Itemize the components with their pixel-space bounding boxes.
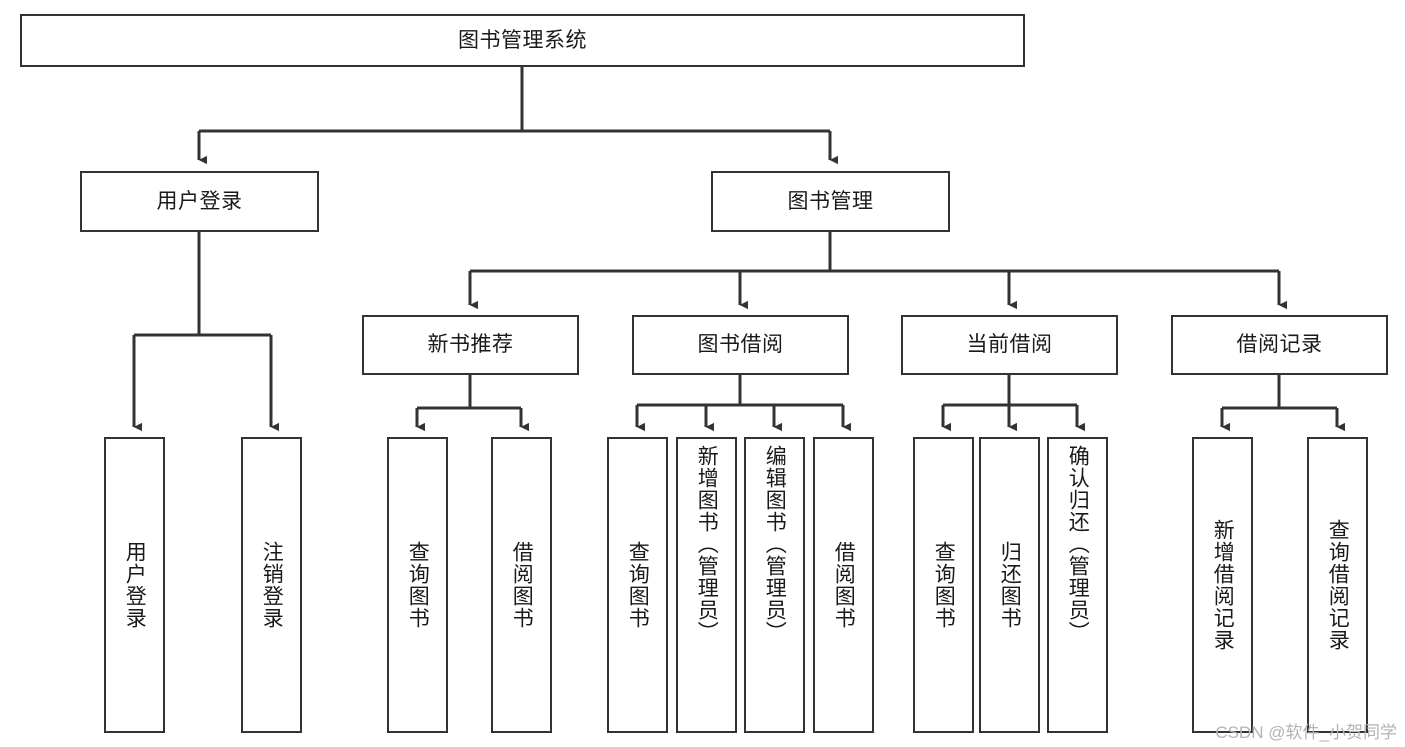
node-borrow-record[interactable]: 借阅记录: [1171, 315, 1388, 375]
node-leaf-borrow-book-1[interactable]: 借阅图书: [491, 437, 552, 733]
node-user-login[interactable]: 用户登录: [80, 171, 319, 232]
node-leaf-query-record[interactable]: 查询借阅记录: [1307, 437, 1368, 733]
node-leaf-add-book-label: 新增图书（管理员）: [695, 445, 719, 643]
node-leaf-edit-book-label: 编辑图书（管理员）: [763, 445, 787, 643]
node-leaf-query-book-3-label: 查询图书: [932, 541, 956, 629]
node-leaf-borrow-book-2[interactable]: 借阅图书: [813, 437, 874, 733]
node-leaf-add-book[interactable]: 新增图书（管理员）: [676, 437, 737, 733]
node-leaf-edit-book[interactable]: 编辑图书（管理员）: [744, 437, 805, 733]
node-current-borrow[interactable]: 当前借阅: [901, 315, 1118, 375]
node-leaf-borrow-book-2-label: 借阅图书: [832, 541, 856, 629]
node-borrow-record-label: 借阅记录: [1236, 333, 1323, 357]
node-leaf-query-book-2[interactable]: 查询图书: [607, 437, 668, 733]
node-current-borrow-label: 当前借阅: [966, 333, 1053, 357]
node-leaf-user-logout-label: 注销登录: [260, 541, 284, 629]
node-leaf-query-book-2-label: 查询图书: [626, 541, 650, 629]
node-book-borrow[interactable]: 图书借阅: [632, 315, 849, 375]
node-root[interactable]: 图书管理系统: [20, 14, 1025, 67]
node-leaf-query-book-1-label: 查询图书: [406, 541, 430, 629]
node-book-management[interactable]: 图书管理: [711, 171, 950, 232]
node-leaf-user-login-label: 用户登录: [123, 541, 147, 629]
node-new-book-recommend-label: 新书推荐: [427, 333, 514, 357]
node-user-login-label: 用户登录: [156, 189, 243, 213]
node-root-label: 图书管理系统: [458, 28, 587, 52]
node-leaf-query-book-3[interactable]: 查询图书: [913, 437, 974, 733]
node-leaf-borrow-book-1-label: 借阅图书: [510, 541, 534, 629]
node-leaf-add-record[interactable]: 新增借阅记录: [1192, 437, 1253, 733]
node-leaf-user-login[interactable]: 用户登录: [104, 437, 165, 733]
node-leaf-add-record-label: 新增借阅记录: [1211, 519, 1235, 651]
node-leaf-return-book[interactable]: 归还图书: [979, 437, 1040, 733]
node-leaf-confirm-return[interactable]: 确认归还（管理员）: [1047, 437, 1108, 733]
node-leaf-user-logout[interactable]: 注销登录: [241, 437, 302, 733]
node-leaf-confirm-return-label: 确认归还（管理员）: [1066, 445, 1090, 643]
node-book-borrow-label: 图书借阅: [697, 333, 784, 357]
node-new-book-recommend[interactable]: 新书推荐: [362, 315, 579, 375]
node-leaf-query-record-label: 查询借阅记录: [1326, 519, 1350, 651]
node-leaf-return-book-label: 归还图书: [998, 541, 1022, 629]
node-leaf-query-book-1[interactable]: 查询图书: [387, 437, 448, 733]
csdn-watermark: CSDN @软件_小贺同学: [1215, 723, 1397, 742]
node-book-management-label: 图书管理: [787, 189, 874, 213]
